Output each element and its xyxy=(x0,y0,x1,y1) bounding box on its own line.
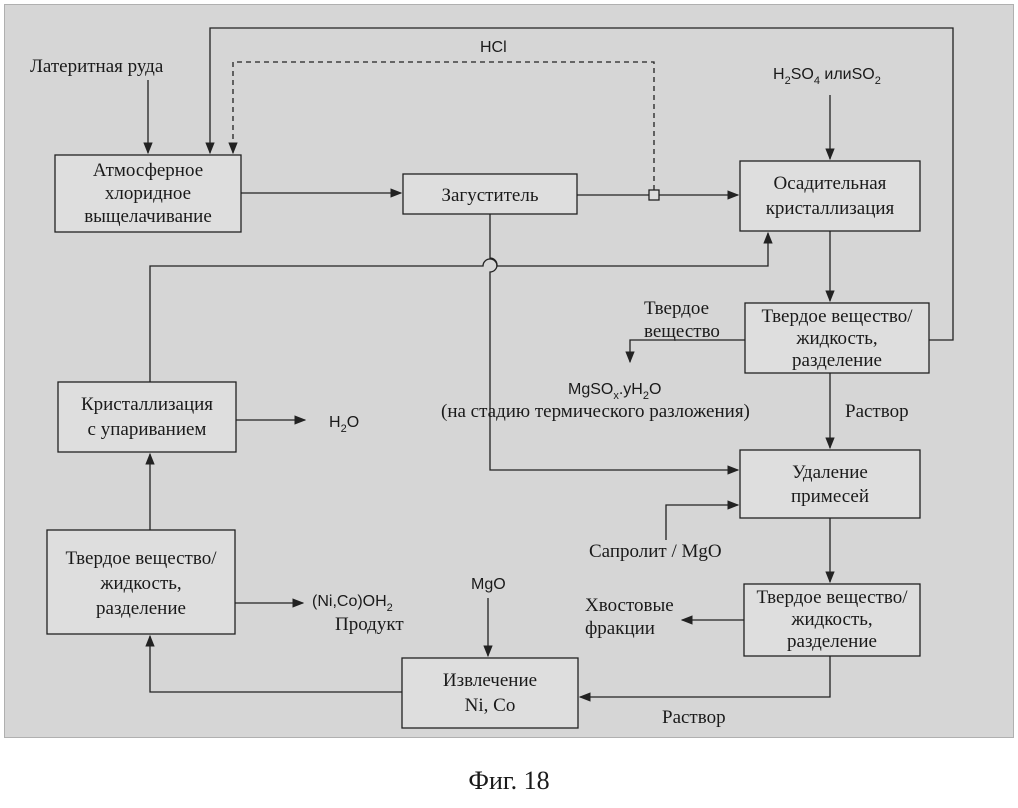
junction-node xyxy=(649,190,659,200)
label-mgo: MgO xyxy=(471,576,506,593)
dashed-hcl-recycle xyxy=(233,62,654,190)
label-product-formula: (Ni,Co)OH2 xyxy=(312,593,393,614)
figure-caption: Фиг. 18 xyxy=(0,766,1018,796)
sep-left-line-2: жидкость, xyxy=(99,573,181,594)
arrow-extraction-to-sep-left xyxy=(150,636,402,692)
box-evaporative-crystallization: Кристаллизация с упариванием xyxy=(58,382,236,452)
leaching-line-3: выщелачивание xyxy=(84,206,212,227)
label-solid-2: вещество xyxy=(644,321,720,342)
box-solid-liquid-separation-1: Твердое вещество/ жидкость, разделение xyxy=(745,303,929,373)
box-solid-liquid-separation-left: Твердое вещество/ жидкость, разделение xyxy=(47,530,235,634)
sep1-line-1: Твердое вещество/ xyxy=(762,306,914,327)
label-mgso-hydrate: MgSOx.yH2O xyxy=(568,381,661,402)
arrow-sep1-to-solid xyxy=(630,340,745,362)
impurity-line-1: Удаление xyxy=(792,462,868,483)
sep1-line-2: жидкость, xyxy=(795,328,877,349)
arrow-saprolite-to-impurity xyxy=(666,505,738,540)
label-saprolite-mgo: Сапролит / MgO xyxy=(589,541,722,562)
box-precipitation: Осадительная кристаллизация xyxy=(740,161,920,231)
label-acid: H2SO4 илиSO2 xyxy=(773,66,881,87)
label-water: H2O xyxy=(329,414,359,435)
arrow-thickener-to-impurity xyxy=(490,214,738,470)
sep-left-line-1: Твердое вещество/ xyxy=(66,548,218,569)
box-impurity-removal: Удаление примесей xyxy=(740,450,920,518)
sep2-line-3: разделение xyxy=(787,631,877,652)
box-solid-liquid-separation-2: Твердое вещество/ жидкость, разделение xyxy=(744,584,920,656)
extract-line-1: Извлечение xyxy=(443,670,537,691)
label-laterite-ore: Латеритная руда xyxy=(30,56,164,77)
label-tailings-2: фракции xyxy=(585,618,655,639)
extract-line-2: Ni, Co xyxy=(465,695,516,716)
leaching-line-2: хлоридное xyxy=(105,183,191,204)
label-solid-1: Твердое xyxy=(644,298,709,319)
sep2-line-2: жидкость, xyxy=(790,609,872,630)
label-solution-2: Раствор xyxy=(662,707,726,728)
leaching-line-1: Атмосферное xyxy=(93,160,203,181)
label-solution-1: Раствор xyxy=(845,401,909,422)
label-product: Продукт xyxy=(335,614,404,635)
label-tailings-1: Хвостовые xyxy=(585,595,674,616)
evap-line-2: с упариванием xyxy=(88,419,207,440)
label-hcl: HCl xyxy=(480,39,507,56)
sep1-line-3: разделение xyxy=(792,350,882,371)
precipitation-line-2: кристаллизация xyxy=(766,198,895,219)
box-ni-co-extraction: Извлечение Ni, Co xyxy=(402,658,578,728)
impurity-line-2: примесей xyxy=(791,486,869,507)
precipitation-line-1: Осадительная xyxy=(774,173,887,194)
box-leaching: Атмосферное хлоридное выщелачивание xyxy=(55,155,241,232)
arrow-sep2-to-extraction xyxy=(580,656,830,697)
sep-left-line-3: разделение xyxy=(96,598,186,619)
sep2-line-1: Твердое вещество/ xyxy=(757,587,909,608)
evap-line-1: Кристаллизация xyxy=(81,394,213,415)
label-thermal-decomposition: (на стадию термического разложения) xyxy=(441,401,750,422)
box-thickener: Загуститель xyxy=(403,174,577,214)
thickener-label: Загуститель xyxy=(441,185,538,206)
